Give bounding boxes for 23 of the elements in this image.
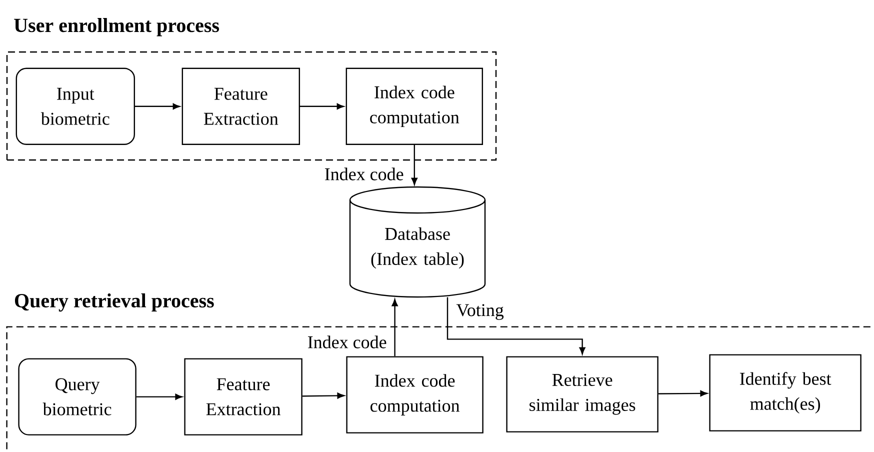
edge-label: Index code	[323, 166, 405, 182]
section-heading: User enrollment process	[14, 18, 220, 36]
arrow	[411, 145, 418, 185]
process-box: Identify best match(es)	[709, 354, 862, 432]
arrow	[135, 103, 180, 110]
process-box: Index code computation	[346, 356, 484, 434]
rounded-box: Input biometric	[16, 68, 135, 145]
rounded-box: Query biometric	[18, 358, 136, 436]
section-heading: Query retrieval process	[14, 293, 214, 312]
arrow	[300, 103, 344, 110]
node-label: Database (Index table)	[371, 227, 464, 269]
arrow	[302, 392, 344, 399]
process-box: Retrieve similar images	[506, 356, 658, 432]
arrow	[392, 299, 398, 356]
database-cylinder: Database (Index table)	[349, 186, 486, 298]
process-box: Index code computation	[346, 68, 484, 145]
edge-label: Index code	[306, 334, 388, 350]
process-box: Feature Extraction	[182, 68, 300, 145]
arrow	[136, 394, 182, 400]
arrow	[446, 297, 586, 354]
edge-label: Voting	[455, 303, 505, 321]
process-box: Feature Extraction	[184, 358, 302, 436]
arrow	[658, 390, 708, 396]
